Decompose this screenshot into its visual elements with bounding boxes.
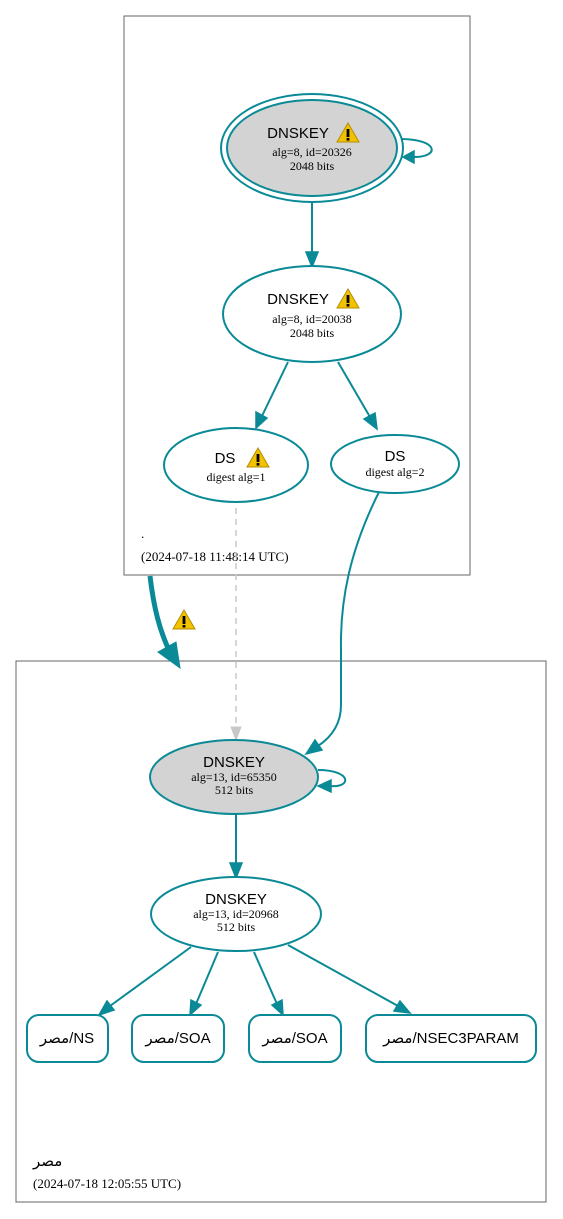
delegation-edge <box>147 575 171 650</box>
rrset-ns-node[interactable]: مصر/NS <box>26 1014 109 1063</box>
arrow-root-zsk-ds2 <box>362 411 378 431</box>
ds1-title: DS <box>215 450 236 467</box>
rrset-soa-node[interactable]: مصر/SOA <box>131 1014 225 1063</box>
child-zone-name: مصر <box>32 1152 62 1170</box>
arrow-child-ksk-zsk <box>228 862 244 881</box>
ds1-node[interactable]: DS digest alg=1 <box>163 427 309 503</box>
ds2-digest: digest alg=2 <box>365 465 424 479</box>
child-ksk-self-edge <box>317 769 347 788</box>
edge-root-zsk-ds2 <box>337 361 371 418</box>
child-ksk-self-arrow <box>316 778 332 794</box>
edge-zsk-soa2 <box>253 951 278 1005</box>
rrset-nsec3param-label: مصر/NSEC3PARAM <box>382 1030 519 1047</box>
child-ksk-alg: alg=13, id=65350 <box>191 770 277 784</box>
root-zone-name: . <box>141 526 144 541</box>
arrow-ds1-child-ksk <box>230 726 242 742</box>
ds2-title: DS <box>385 448 406 465</box>
child-zsk-title: DNSKEY <box>205 891 267 908</box>
delegation-warning-icon <box>172 609 196 630</box>
root-ksk-title: DNSKEY <box>267 125 329 142</box>
arrow-zsk-nsec3param <box>392 999 412 1014</box>
child-ksk-bits: 512 bits <box>215 783 254 797</box>
child-zsk-node[interactable]: DNSKEY alg=13, id=20968 512 bits <box>150 876 322 952</box>
root-ksk-self-edge <box>399 138 433 159</box>
child-zone-box <box>15 660 547 1203</box>
root-zone-box <box>123 15 471 576</box>
root-zsk-alg: alg=8, id=20038 <box>272 312 352 326</box>
rrset-soa-node-2[interactable]: مصر/SOA <box>248 1014 342 1063</box>
ds1-digest: digest alg=1 <box>206 470 265 484</box>
arrow-ds2-child-ksk <box>304 738 324 756</box>
rrset-ns-label: مصر/NS <box>39 1030 94 1047</box>
arrow-root-zsk-ds1 <box>255 410 269 430</box>
child-zone-timestamp: (2024-07-18 12:05:55 UTC) <box>33 1176 181 1191</box>
child-zsk-alg: alg=13, id=20968 <box>193 907 279 921</box>
edge-zsk-soa1 <box>195 951 219 1005</box>
root-ksk-alg: alg=8, id=20326 <box>272 145 352 159</box>
edge-zsk-nsec3param <box>287 944 399 1007</box>
edge-ds2-child-ksk <box>317 491 380 747</box>
child-ksk-node[interactable]: DNSKEY alg=13, id=65350 512 bits <box>149 739 319 815</box>
rrset-nsec3param-node[interactable]: مصر/NSEC3PARAM <box>365 1014 537 1063</box>
root-zsk-node[interactable]: DNSKEY alg=8, id=20038 2048 bits <box>222 265 402 363</box>
root-zsk-bits: 2048 bits <box>290 326 335 340</box>
root-zone-timestamp: (2024-07-18 11:48:14 UTC) <box>141 549 289 564</box>
arrow-root-ksk-zsk <box>304 251 320 270</box>
delegation-arrow <box>157 641 181 670</box>
root-ksk-bits: 2048 bits <box>290 159 335 173</box>
rrset-soa-label: مصر/SOA <box>144 1030 210 1047</box>
ds2-node[interactable]: DS digest alg=2 <box>330 434 460 494</box>
arrow-zsk-soa2 <box>270 998 284 1017</box>
child-ksk-title: DNSKEY <box>203 754 265 771</box>
root-ksk-node[interactable]: DNSKEY alg=8, id=20326 2048 bits <box>220 93 404 203</box>
child-zsk-bits: 512 bits <box>217 920 256 934</box>
root-ksk-self-arrow <box>401 149 415 165</box>
edge-root-zsk-ds1 <box>261 361 289 417</box>
arrow-zsk-soa1 <box>189 998 203 1017</box>
root-zsk-title: DNSKEY <box>267 291 329 308</box>
edge-zsk-ns <box>109 946 192 1007</box>
rrset-soa-label-2: مصر/SOA <box>261 1030 327 1047</box>
arrow-zsk-ns <box>97 999 116 1017</box>
